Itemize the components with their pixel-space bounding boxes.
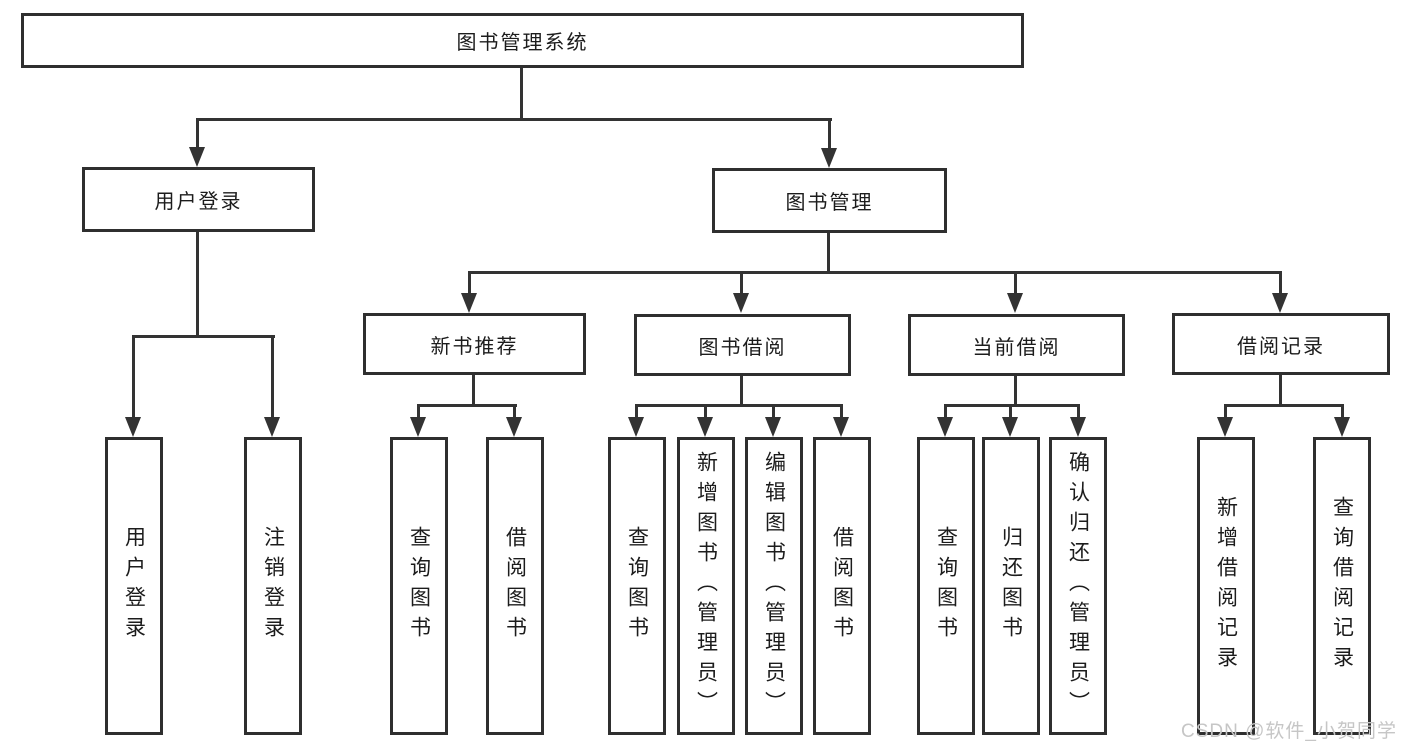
arrowhead-down-icon [264, 417, 280, 437]
node-book-borrow-label: 图书借阅 [698, 336, 787, 359]
leaf-record-add-record-label: 新增借阅记录 [1214, 496, 1238, 676]
connector-line [417, 404, 517, 407]
connector-line [1224, 404, 1344, 407]
connector-line [944, 404, 947, 417]
connector-line [513, 404, 516, 417]
arrowhead-down-icon [506, 417, 522, 437]
connector-line [827, 233, 830, 274]
leaf-record-add-record: 新增借阅记录 [1197, 437, 1255, 735]
connector-line [196, 118, 199, 147]
leaf-logout: 注销登录 [244, 437, 302, 735]
leaf-record-query-record-label: 查询借阅记录 [1330, 496, 1354, 676]
connector-line [468, 271, 471, 293]
arrowhead-down-icon [461, 293, 477, 313]
leaf-current-query-book-label: 查询图书 [934, 526, 958, 646]
leaf-recommend-borrow-book-label: 借阅图书 [503, 526, 527, 646]
leaf-current-query-book: 查询图书 [917, 437, 975, 735]
arrowhead-down-icon [733, 293, 749, 313]
connector-line [1341, 404, 1344, 417]
leaf-borrow-query-book-label: 查询图书 [625, 526, 649, 646]
arrowhead-down-icon [189, 147, 205, 167]
connector-line [1279, 375, 1282, 406]
node-book-borrow: 图书借阅 [634, 314, 851, 376]
connector-line [1224, 404, 1227, 417]
arrowhead-down-icon [125, 417, 141, 437]
leaf-borrow-edit-book-admin: 编辑图书（管理员） [745, 437, 803, 735]
node-current-borrow-label: 当前借阅 [972, 336, 1061, 359]
node-current-borrow: 当前借阅 [908, 314, 1125, 376]
connector-line [635, 404, 843, 407]
node-borrow-record: 借阅记录 [1172, 313, 1390, 375]
connector-line [417, 404, 420, 417]
connector-line [132, 335, 135, 417]
connector-line [1279, 271, 1282, 293]
leaf-current-confirm-return-admin: 确认归还（管理员） [1049, 437, 1107, 735]
node-new-book-recommend: 新书推荐 [363, 313, 586, 375]
leaf-record-query-record: 查询借阅记录 [1313, 437, 1371, 735]
leaf-user-login-label: 用户登录 [122, 526, 146, 646]
connector-line [1014, 376, 1017, 406]
connector-line [635, 404, 638, 417]
node-new-book-recommend-label: 新书推荐 [430, 335, 519, 358]
arrowhead-down-icon [1334, 417, 1350, 437]
node-book-management-label: 图书管理 [785, 192, 874, 214]
connector-line [520, 68, 523, 118]
leaf-borrow-borrow-book: 借阅图书 [813, 437, 871, 735]
connector-line [472, 375, 475, 407]
leaf-borrow-add-book-admin: 新增图书（管理员） [677, 437, 735, 735]
arrowhead-down-icon [833, 417, 849, 437]
connector-line [271, 335, 274, 417]
leaf-recommend-query-book: 查询图书 [390, 437, 448, 735]
node-borrow-record-label: 借阅记录 [1237, 335, 1325, 358]
arrowhead-down-icon [821, 148, 837, 168]
connector-line [468, 271, 1282, 274]
leaf-borrow-query-book: 查询图书 [608, 437, 666, 735]
connector-line [944, 404, 1080, 407]
arrowhead-down-icon [765, 417, 781, 437]
arrowhead-down-icon [1217, 417, 1233, 437]
leaf-logout-label: 注销登录 [261, 526, 285, 646]
node-root: 图书管理系统 [21, 13, 1024, 68]
connector-line [740, 274, 743, 293]
connector-line [196, 118, 832, 121]
connector-line [704, 404, 707, 417]
leaf-current-confirm-return-admin-label: 确认归还（管理员） [1066, 451, 1090, 721]
arrowhead-down-icon [1002, 417, 1018, 437]
connector-line [196, 232, 199, 335]
leaf-recommend-query-book-label: 查询图书 [407, 526, 431, 646]
connector-line [1077, 404, 1080, 417]
node-root-label: 图书管理系统 [456, 32, 589, 54]
node-user-login-label: 用户登录 [154, 191, 243, 213]
arrowhead-down-icon [1272, 293, 1288, 313]
arrowhead-down-icon [1070, 417, 1086, 437]
leaf-recommend-borrow-book: 借阅图书 [486, 437, 544, 735]
connector-line [772, 404, 775, 417]
connector-line [840, 404, 843, 417]
leaf-borrow-edit-book-admin-label: 编辑图书（管理员） [762, 451, 786, 721]
node-book-management: 图书管理 [712, 168, 947, 233]
arrowhead-down-icon [410, 417, 426, 437]
connector-line [740, 376, 743, 406]
arrowhead-down-icon [697, 417, 713, 437]
arrowhead-down-icon [1007, 293, 1023, 313]
csdn-watermark: CSDN @软件_小贺同学 [1181, 721, 1397, 742]
leaf-borrow-borrow-book-label: 借阅图书 [830, 526, 854, 646]
connector-line [828, 118, 831, 148]
leaf-user-login: 用户登录 [105, 437, 163, 735]
leaf-borrow-add-book-admin-label: 新增图书（管理员） [694, 451, 718, 721]
arrowhead-down-icon [628, 417, 644, 437]
arrowhead-down-icon [937, 417, 953, 437]
leaf-current-return-book: 归还图书 [982, 437, 1040, 735]
leaf-current-return-book-label: 归还图书 [999, 526, 1023, 646]
connector-line [1014, 274, 1017, 293]
connector-line [132, 335, 275, 338]
node-user-login: 用户登录 [82, 167, 315, 232]
connector-line [1009, 404, 1012, 417]
